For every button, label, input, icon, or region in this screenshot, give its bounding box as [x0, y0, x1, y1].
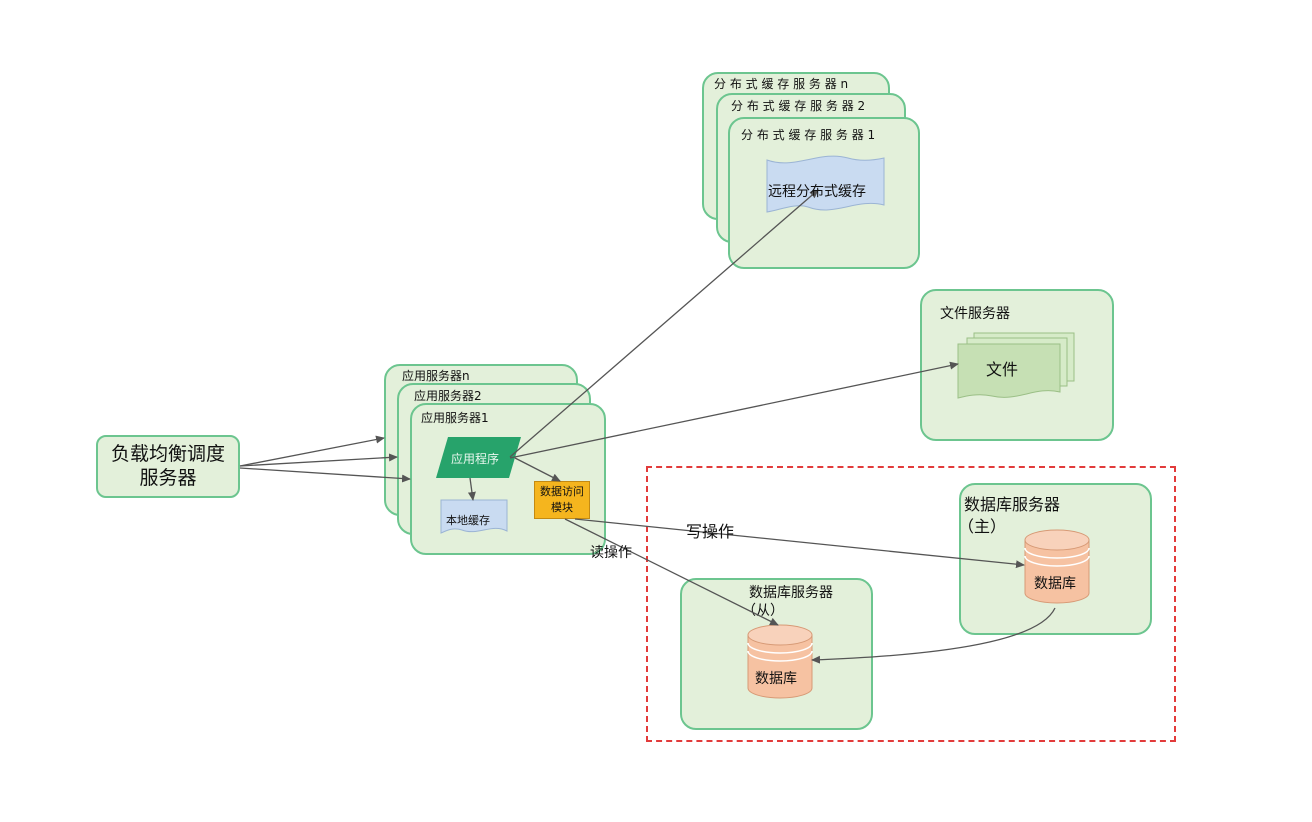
db-slave-db-label: 数据库 [755, 671, 797, 687]
edge-read [564, 518, 779, 626]
app-program-label: 应用程序 [451, 452, 500, 466]
db-slave-title: 数据库服务器 [749, 585, 833, 601]
remote-cache-label: 远程分布式缓存 [768, 184, 866, 200]
cache-server-1-label: 分 布 式 缓 存 服 务 器 1 [741, 128, 876, 142]
load-balancer-label: 负载均衡调度 服务器 [110, 443, 225, 489]
edge-lb-to-app-2 [239, 453, 398, 467]
db-master-role: （主） [958, 517, 1007, 536]
local-cache-label: 本地缓存 [446, 514, 490, 527]
edge-app-to-remote-cache [509, 189, 819, 458]
edge-replication [811, 607, 1056, 664]
write-operation-label: 写操作 [686, 522, 735, 541]
db-slave-role: （从） [742, 603, 784, 619]
db-slave-cylinder [747, 624, 813, 699]
database-cluster-region [646, 466, 1176, 742]
file-label: 文件 [986, 360, 1019, 379]
remote-cache-shape [766, 155, 885, 213]
load-balancer-node [96, 435, 240, 498]
app-server-n-label: 应用服务器n [402, 369, 470, 383]
data-access-module: 数据访问 模块 [534, 481, 590, 519]
db-master-title: 数据库服务器 [964, 495, 1061, 514]
db-master-db-label: 数据库 [1034, 576, 1076, 592]
read-operation-label: 读操作 [590, 545, 632, 561]
local-cache-shape [440, 499, 508, 534]
app-server-1-label: 应用服务器1 [421, 411, 489, 425]
app-server-1 [410, 403, 606, 555]
cache-server-2-label: 分 布 式 缓 存 服 务 器 2 [731, 99, 866, 113]
edge-lb-to-app-n [239, 435, 385, 467]
db-master-cylinder [1024, 529, 1090, 604]
app-server-2-label: 应用服务器2 [414, 389, 482, 403]
edge-app-to-file [509, 361, 959, 459]
edge-write [574, 518, 1025, 569]
file-server-label: 文件服务器 [940, 306, 1010, 322]
edge-app-to-local-cache [467, 477, 476, 501]
app-program-shape [436, 437, 521, 478]
edge-lb-to-app-1 [239, 467, 411, 483]
file-shape [957, 332, 1075, 399]
cache-server-n-label: 分 布 式 缓 存 服 务 器 n [714, 77, 849, 91]
edge-app-to-data-module [514, 457, 561, 482]
